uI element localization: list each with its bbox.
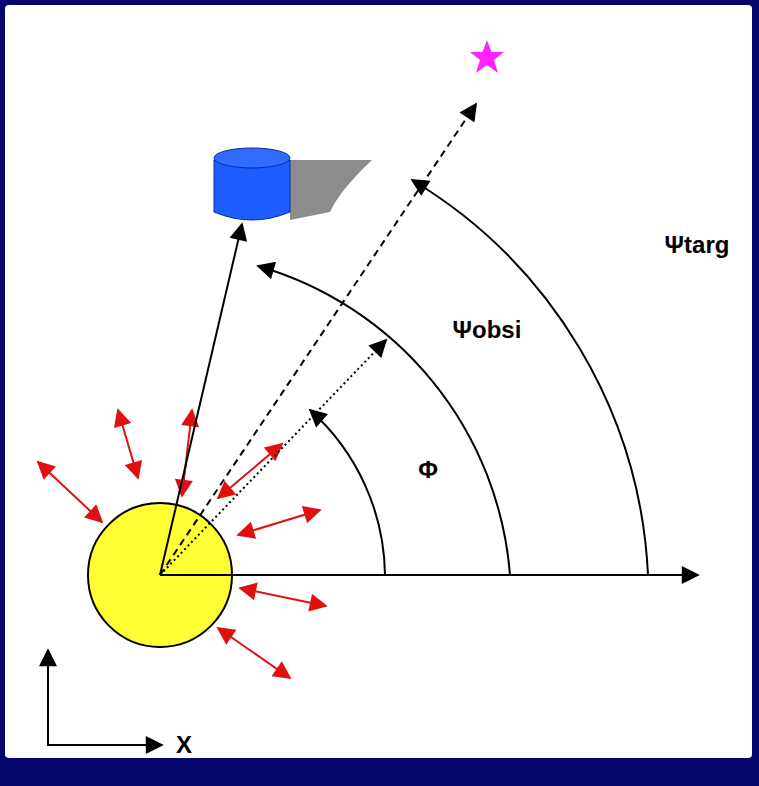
x-axis: [160, 574, 698, 576]
target-line: [160, 104, 476, 575]
axis-label: X: [176, 731, 192, 759]
white-panel: [5, 5, 752, 758]
phi-line: [160, 340, 386, 575]
angle-label: Ψtarg: [665, 231, 730, 259]
telescope-shadow: [290, 160, 372, 220]
phi-arc: [310, 410, 385, 575]
telescope: [214, 160, 290, 220]
angle-label: Φ: [418, 456, 438, 484]
psi-obs-arc: [258, 266, 510, 575]
telescope-top: [214, 148, 290, 168]
star: [470, 40, 504, 73]
psi-targ-arc: [412, 180, 648, 575]
angle-label: Ψobsi: [453, 316, 522, 344]
x-axis-indicator: [47, 744, 162, 746]
observer-line: [160, 224, 242, 575]
y-axis-indicator: [47, 650, 49, 745]
